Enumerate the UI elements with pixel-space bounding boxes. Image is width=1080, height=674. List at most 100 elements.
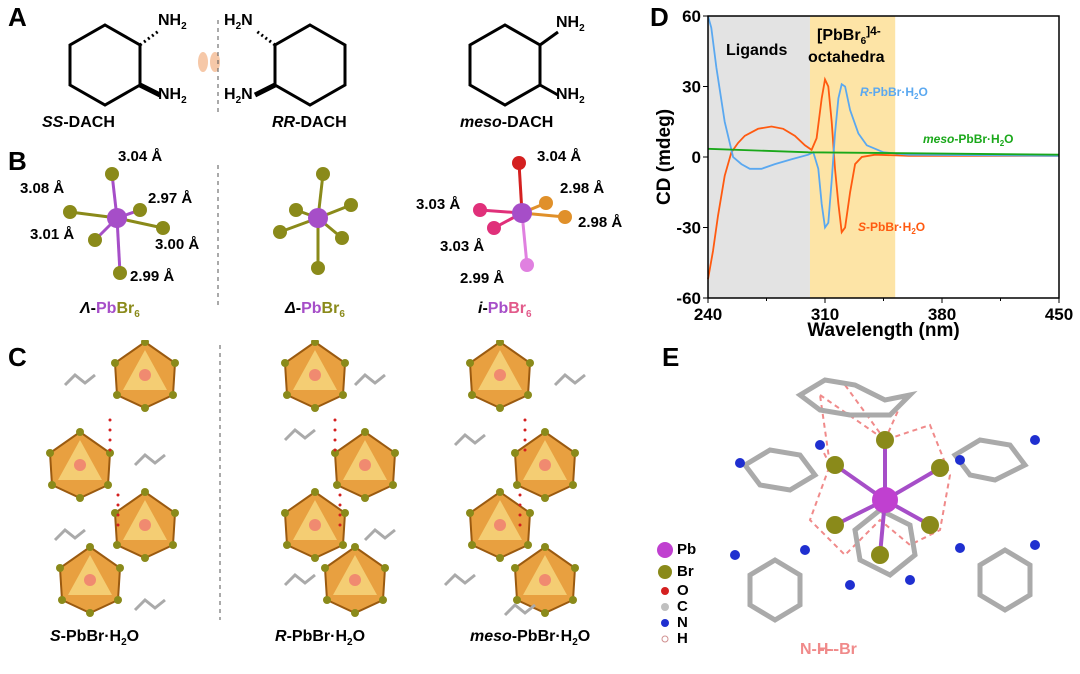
legend-markers: [657, 542, 673, 643]
br-atom: [361, 494, 369, 502]
y-tick-label: 60: [682, 7, 701, 26]
dach-molecule: [443, 572, 476, 587]
br-atom: [496, 488, 504, 496]
x-tick-label: 450: [1045, 305, 1073, 324]
br-atom: [321, 564, 329, 572]
band-label-charge: ]4-: [866, 24, 881, 38]
series-line-R: [707, 15, 1060, 230]
br-atom: [541, 494, 549, 502]
atoms: [730, 431, 1040, 590]
nh2-label: NH2: [556, 14, 585, 35]
br-atom: [171, 509, 179, 517]
water-o: [523, 428, 527, 432]
h2n-label: H2N: [224, 12, 253, 33]
water-o: [108, 448, 112, 452]
water-o: [523, 438, 527, 442]
legend-n: N: [677, 614, 688, 631]
bond-length: 2.97 Å: [148, 190, 193, 207]
lambda-caption: Λ-PbBr6: [80, 300, 140, 321]
legend-pb: Pb: [677, 541, 697, 558]
br-atom: [116, 564, 124, 572]
br-atom: [379, 596, 387, 604]
mirror-hands-icon: [198, 52, 220, 72]
panel-label-b: B: [8, 146, 27, 176]
dach-molecule: [503, 602, 536, 617]
br-atom: [496, 554, 504, 562]
br-atom: [511, 564, 519, 572]
br-atom: [511, 449, 519, 457]
nh2-label: NH2: [158, 86, 187, 107]
octahedra-band: [809, 16, 896, 298]
ligands-band: [708, 16, 810, 298]
water-o: [116, 523, 120, 527]
hbond-legend-label: N-H--Br: [800, 641, 857, 658]
br-atom: [569, 481, 577, 489]
dach-molecule: [63, 372, 96, 387]
panel-label-a: A: [8, 2, 27, 32]
pb-atom: [494, 369, 506, 381]
x-tick-label: 380: [928, 305, 956, 324]
water-o: [518, 493, 522, 497]
br-atom: [389, 481, 397, 489]
br-atom: [311, 404, 319, 412]
dach-molecule: [283, 572, 316, 587]
dach-molecule: [363, 527, 396, 542]
pb-atom: [359, 459, 371, 471]
br-atom: [571, 564, 579, 572]
bond-length: 3.00 Å: [155, 236, 200, 253]
br-atom: [361, 428, 369, 436]
band-label-octahedra-2: octahedra: [808, 49, 885, 66]
bond-length: 3.03 Å: [416, 196, 461, 213]
br-atom: [104, 481, 112, 489]
br-atom: [86, 609, 94, 617]
dach-molecule: [133, 452, 166, 467]
water-o: [333, 448, 337, 452]
bond-length: 2.99 Å: [130, 268, 175, 285]
water-o: [108, 418, 112, 422]
br-atom: [339, 541, 347, 549]
br-atom: [311, 340, 319, 346]
dach-ligands: [741, 377, 1033, 623]
octahedra-models: [63, 156, 572, 305]
water-o: [116, 493, 120, 497]
series-label-R: R-PbBr·H2O: [860, 85, 928, 101]
br-atom: [141, 554, 149, 562]
bond-length: 2.99 Å: [460, 270, 505, 287]
dach-molecule: [453, 432, 486, 447]
rr-dach-ring: [253, 23, 347, 107]
series-label-meso: meso-PbBr·H2O: [923, 132, 1013, 148]
dach-structures: [68, 20, 559, 115]
water-o: [523, 448, 527, 452]
panel-label-d: D: [650, 2, 669, 32]
i-caption: i-PbBr6: [478, 300, 532, 321]
water-o: [333, 438, 337, 442]
br-atom: [513, 481, 521, 489]
water-o: [338, 493, 342, 497]
br-atom: [171, 359, 179, 367]
water-o: [518, 513, 522, 517]
br-atom: [466, 509, 474, 517]
br-atom: [106, 449, 114, 457]
y-tick-label: 30: [682, 78, 701, 97]
pb-atom: [309, 519, 321, 531]
water-o: [338, 503, 342, 507]
br-atom: [569, 596, 577, 604]
pb-atom: [494, 519, 506, 531]
ss-dach-caption: SS-DACH: [42, 114, 115, 131]
br-atom: [46, 449, 54, 457]
br-atom: [311, 488, 319, 496]
br-atom: [541, 609, 549, 617]
h2n-label: H2N: [224, 86, 253, 107]
pb-atom: [139, 369, 151, 381]
br-atom: [281, 359, 289, 367]
legend-br: Br: [677, 563, 694, 580]
br-atom: [141, 488, 149, 496]
rr-dach-caption: RR-DACH: [272, 114, 347, 131]
br-atom: [513, 596, 521, 604]
nh2-label: NH2: [556, 86, 585, 107]
br-atom: [341, 509, 349, 517]
br-atom: [169, 541, 177, 549]
pb-atom: [539, 574, 551, 586]
br-atom: [141, 404, 149, 412]
br-atom: [541, 543, 549, 551]
